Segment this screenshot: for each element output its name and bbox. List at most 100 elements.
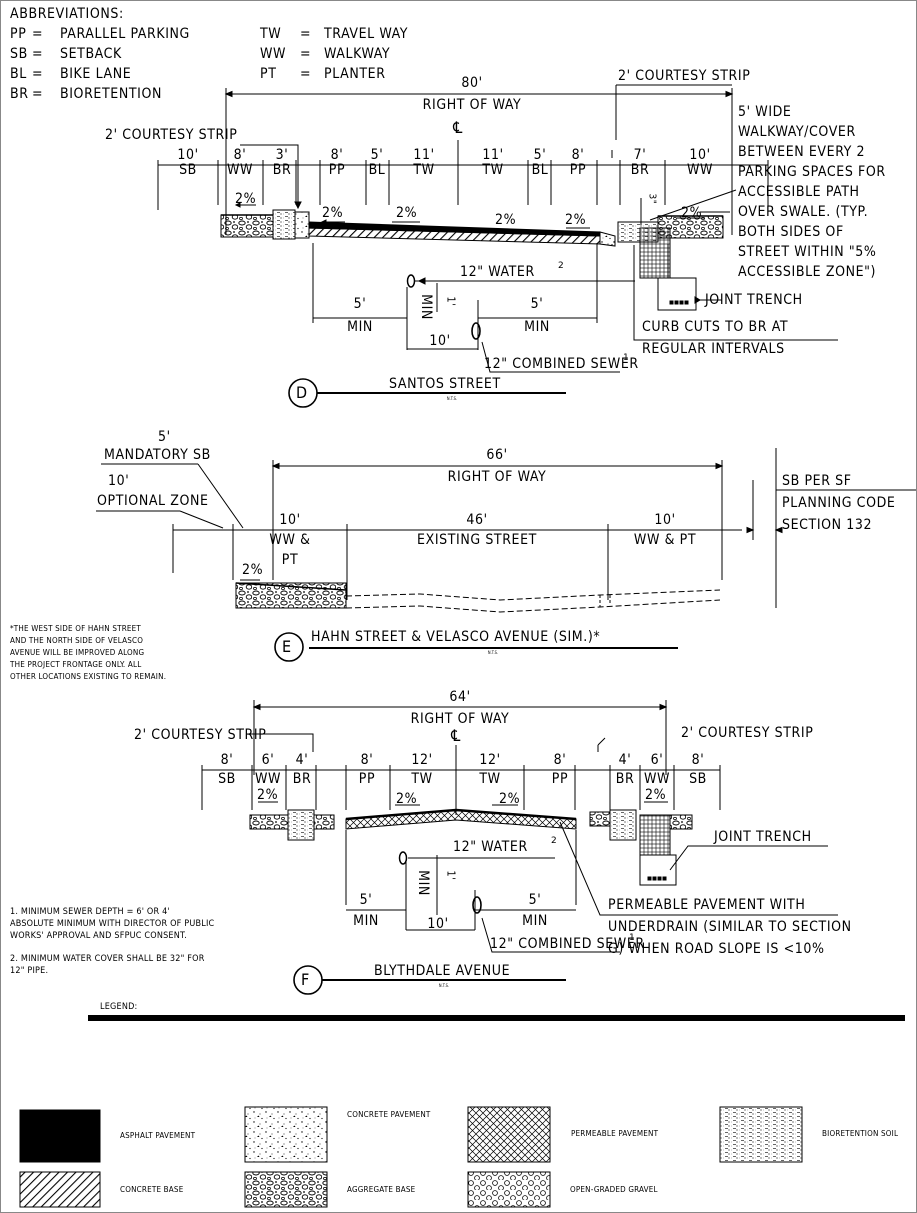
permeable-note-line: PERMEABLE PAVEMENT WITH [608,897,806,913]
section-f-row-label: RIGHT OF WAY [410,711,510,727]
permeable-note-line: G) WHEN ROAD SLOPE IS <10% [608,941,825,957]
section-e-row-label: RIGHT OF WAY [447,469,547,485]
dim-label: 6' [261,752,275,768]
section-e-marker: E [282,637,292,656]
water-footnote-ref: 2 [558,261,564,271]
legend-label-asphalt: ASPHALT PAVEMENT [120,1131,196,1140]
segment-code: WW & PT [633,532,697,548]
water-main-label: 12" WATER [460,264,535,280]
courtesy-strip-label-left: 2' COURTESY STRIP [105,127,238,143]
dim-label: 12' [479,752,501,768]
legend-heading: LEGEND: [100,1002,138,1012]
abbr-code: BL [10,66,27,82]
slope-label: 2% [565,212,587,228]
walkway-note-line: PARKING SPACES FOR [738,164,886,180]
min-vertical-label: MIN [414,870,431,896]
sewer-footnote-ref: 1 [623,353,629,363]
sewer-main-label: 12" COMBINED SEWER [490,936,645,952]
permeable-note-line: UNDERDRAIN (SIMILAR TO SECTION [608,919,852,935]
slope-label: 2% [396,791,418,807]
note-line: WORKS' APPROVAL AND SFPUC CONSENT. [10,931,187,941]
centerline-symbol: ℄ [451,726,461,745]
slope-label: 2% [242,562,264,578]
abbr-code: TW [260,26,282,42]
dim-label: 10' [689,147,711,163]
segment-code: BL [368,162,386,178]
dim-label: 10' [654,512,676,528]
existing-street-label: EXISTING STREET [417,532,537,548]
joint-trench-label: JOINT TRENCH [714,829,812,845]
water-footnote-ref: 2 [551,836,557,846]
segment-code: BR [292,771,312,787]
abbr-eq: = [32,66,44,82]
segment-code: PP [569,162,587,178]
legend-label-aggregate-base: AGGREGATE BASE [347,1185,416,1194]
dim-label: 5' [533,147,547,163]
section-d-scale: N.T.S. [446,396,458,401]
segment-code: TW [482,162,504,178]
segment-code: PT [281,552,299,568]
curb-cuts-line: CURB CUTS TO BR AT [642,319,789,335]
abbr-eq: = [300,66,312,82]
vertical-dim: 1' [444,870,458,881]
segment-code: BR [630,162,650,178]
water-main-label: 12" WATER [453,839,528,855]
dim-label: 8' [330,147,344,163]
br-depth-label: 3" [646,193,658,205]
slope-label: 2% [396,205,418,221]
abbr-meaning: BIKE LANE [60,66,132,82]
abbr-code: PT [260,66,277,82]
abbr-eq: = [32,86,44,102]
footnote-line: AVENUE WILL BE IMPROVED ALONG [10,648,145,657]
walkway-note-line: BOTH SIDES OF [738,224,844,240]
walkway-note-line: OVER SWALE. (TYP. [738,204,869,220]
min-offset-dim: 5' [528,892,542,908]
segment-code: PP [358,771,376,787]
section-e-linework [96,448,916,662]
min-offset-dim: 5' [353,296,367,312]
dim-label: 10' [177,147,199,163]
legend-label-concrete-base: CONCRETE BASE [120,1185,184,1194]
walkway-note-line: WALKWAY/COVER [738,124,856,140]
slope-label: 2% [499,791,521,807]
dim-label: 8' [360,752,374,768]
legend-label-gravel: OPEN-GRADED GRAVEL [570,1185,658,1194]
section-f-linework [201,700,838,995]
vertical-dim: 1' [444,296,458,307]
segment-code: TW [479,771,501,787]
footnote-line: *THE WEST SIDE OF HAHN STREET [10,624,141,633]
min-vertical-label: MIN [417,294,434,320]
abbr-meaning: WALKWAY [324,46,391,62]
section-d-linework [157,84,838,408]
dim-label: 3' [275,147,289,163]
dim-label: 11' [482,147,504,163]
min-offset-label: MIN [347,319,373,335]
legend-linework [19,1015,905,1208]
segment-code: PP [328,162,346,178]
section-e-title: HAHN STREET & VELASCO AVENUE (SIM.)* [311,629,601,645]
section-f-row-width: 64' [449,689,471,705]
dim-label: 8' [571,147,585,163]
walkway-note-line: ACCESSIBLE PATH [738,184,860,200]
section-d-marker: D [296,383,308,402]
dim-label: 10' [279,512,301,528]
segment-code: PP [551,771,569,787]
dim-label: 8' [553,752,567,768]
abbr-eq: = [32,46,44,62]
optional-zone-label: OPTIONAL ZONE [97,493,209,509]
segment-code: WW & [269,532,311,548]
slope-label: 2% [681,205,703,221]
sb-note-line: SECTION 132 [782,517,873,533]
note-line: 12" PIPE. [10,966,49,976]
slope-label: 2% [645,787,667,803]
pipe-spacing-dim: 10' [429,333,451,349]
walkway-note-line: 5' WIDE [738,104,792,120]
segment-code: SB [218,771,236,787]
abbr-eq: = [300,46,312,62]
abbr-meaning: TRAVEL WAY [324,26,409,42]
slope-label: 2% [257,787,279,803]
abbr-meaning: BIORETENTION [60,86,162,102]
centerline-symbol: ℄ [453,118,463,137]
abbr-code: WW [260,46,287,62]
abbr-meaning: SETBACK [60,46,122,62]
